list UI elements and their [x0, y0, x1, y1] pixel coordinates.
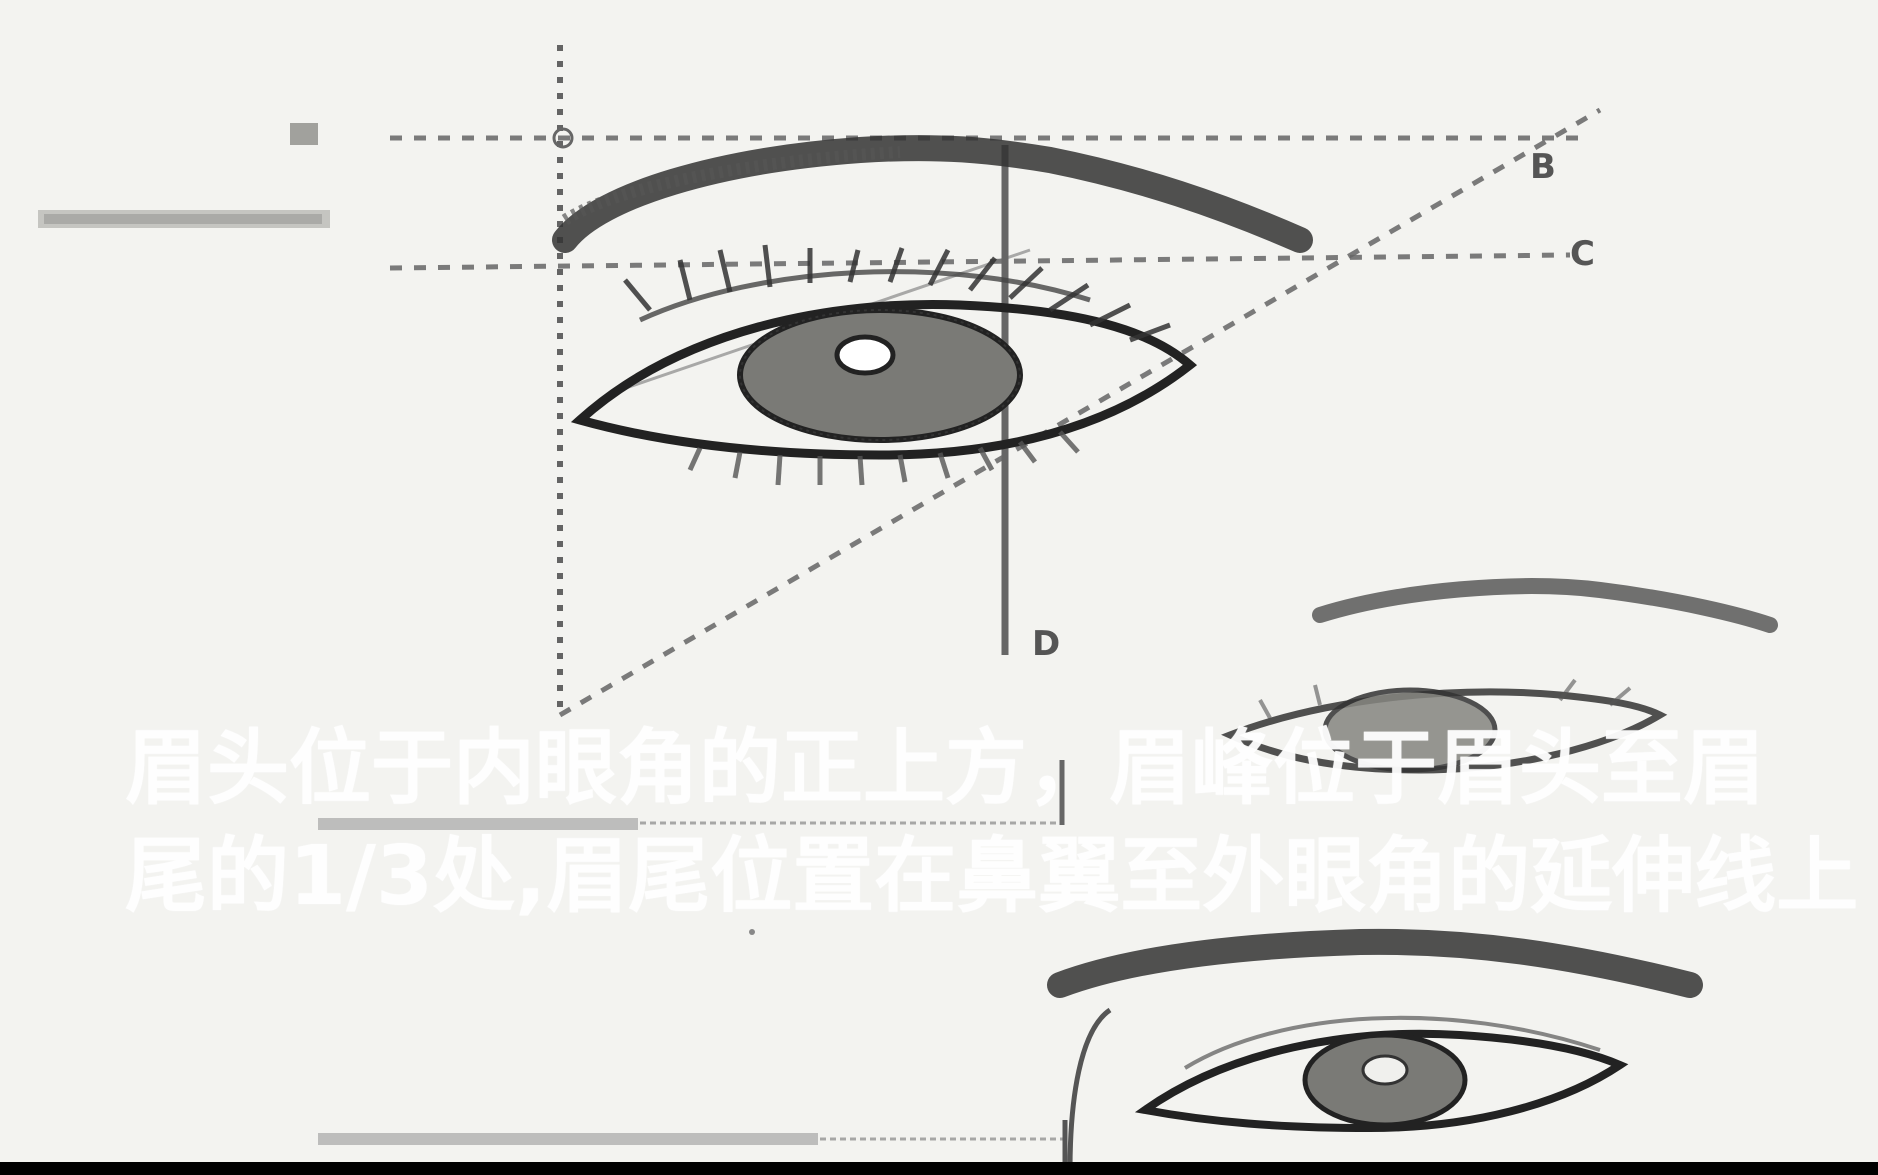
caption-line-2: 尾的1/3处,眉尾位置在鼻翼至外眼角的延伸线上: [125, 829, 1859, 924]
caption-text: 眉头位于内眼角的正上方，眉峰位于眉头至眉 尾的1/3处,眉尾位置在鼻翼至外眼角的…: [125, 715, 1865, 931]
middle-guideline: [389, 252, 1571, 271]
faded-label-mark: [290, 123, 318, 145]
caption-line-1: 眉头位于内眼角的正上方，眉峰位于眉头至眉: [125, 721, 1766, 816]
faded-caption-strip-2: [318, 1133, 818, 1145]
faded-label-strip: [38, 210, 330, 228]
lower-lashes: [687, 430, 1080, 486]
third-eyebrow: [1047, 928, 1703, 998]
bottom-edge: [0, 1162, 1878, 1175]
diagonal-guideline: [558, 107, 1602, 718]
main-eye-outline: [570, 300, 1198, 460]
second-iris: [1322, 687, 1498, 773]
label-d: D: [1032, 624, 1060, 664]
label-b: B: [1530, 147, 1556, 187]
upper-lashes: [623, 244, 1171, 343]
label-c: C: [1570, 234, 1595, 274]
second-eyebrow: [1312, 578, 1778, 633]
third-eye-outline: [1134, 1029, 1629, 1133]
main-pupil: [834, 334, 896, 376]
faded-caption-strip-1: [318, 818, 638, 830]
